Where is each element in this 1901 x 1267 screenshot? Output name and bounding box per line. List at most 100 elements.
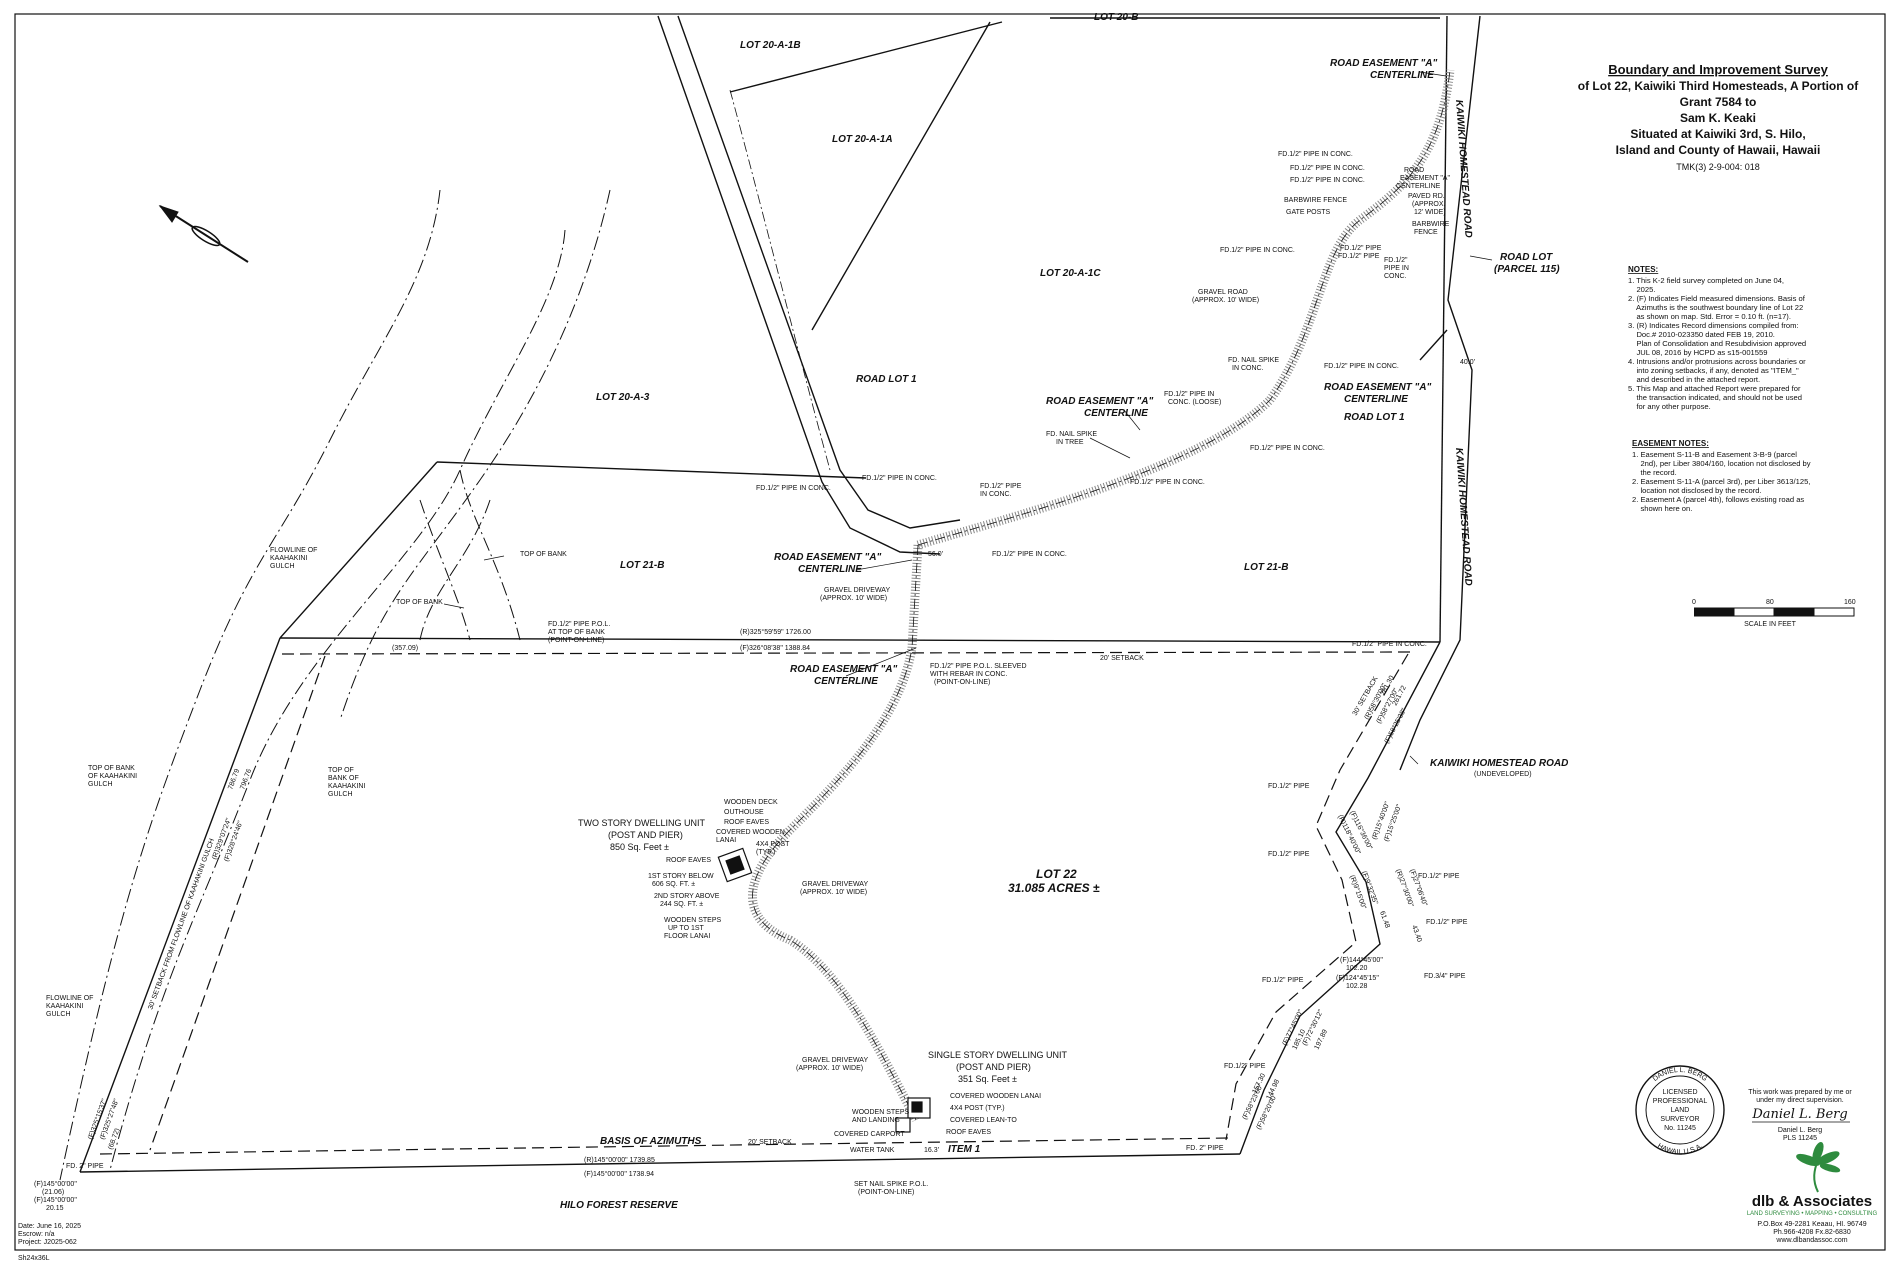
covered-wooden-lanai: COVERED WOODEN LANAI (950, 1093, 1041, 1100)
paved-2: (APPROX. (1412, 201, 1446, 208)
item-1: ITEM 1 (948, 1144, 981, 1155)
nail-spike-2: IN CONC. (1232, 365, 1264, 372)
company-web: www.dlbandassoc.com (1775, 1237, 1847, 1244)
company-name: dlb & Associates (1752, 1193, 1872, 1210)
gravel-drive-2: (APPROX. 10' WIDE) (820, 595, 887, 602)
palm-tree-icon (1796, 1142, 1841, 1193)
title-line-4: Situated at Kaiwiki 3rd, S. Hilo, (1630, 127, 1805, 141)
top-of-bank-3b: OF KAAHAKINI (88, 773, 137, 780)
pol-3: (POINT-ON-LINE) (548, 637, 604, 644)
pipe-loose-2: CONC. (LOOSE) (1168, 399, 1221, 406)
road-lot-parcel: (PARCEL 115) (1494, 264, 1560, 275)
kaiwiki-road-undeveloped-note: (UNDEVELOPED) (1474, 771, 1532, 778)
kaiwiki-road-south: KAIWIKI HOMESTEAD ROAD (1453, 447, 1474, 586)
sleeve-2: WITH REBAR IN CONC. (930, 671, 1007, 678)
setback-south: 20' SETBACK (748, 1139, 792, 1146)
top-of-bank-2: TOP OF BANK (396, 599, 443, 606)
footer-sheet: Sh24x36L (18, 1255, 50, 1262)
water-tank: WATER TANK (850, 1147, 895, 1154)
bearing-south-record: (R)145°00'00" 1739.85 (584, 1156, 655, 1164)
fd-12-pipe-b: FD.1/2" PIPE (1268, 851, 1310, 858)
signature-name: Daniel L. Berg (1778, 1127, 1822, 1134)
title-heading: Boundary and Improvement Survey (1608, 62, 1828, 77)
pipe-label-3: FD.1/2" PIPE IN CONC. (1278, 151, 1353, 158)
gravel-road-1: GRAVEL ROAD (1198, 289, 1248, 296)
gulch-lines (59, 189, 611, 1181)
note-item-3-line-4: JUL 08, 2016 by HCPD as s15-001559 (1628, 348, 1767, 357)
two-story-1: TWO STORY DWELLING UNIT (578, 818, 706, 828)
sleeve-3: (POINT-ON-LINE) (934, 679, 990, 686)
note-item-5-line-3: for any other purpose. (1628, 402, 1711, 411)
easement-notes-block: EASEMENT NOTES:1. Easement S-11-B and Ea… (1632, 439, 1811, 513)
signature-statement-2: under my direct supervision. (1756, 1097, 1844, 1104)
easement-note-item-1-line-1: 1. Easement S-11-B and Easement 3-B-9 (p… (1632, 450, 1797, 459)
road-easement-west-1: ROAD EASEMENT "A" (774, 552, 882, 563)
first-story-1: 1ST STORY BELOW (648, 873, 714, 880)
road-lot: ROAD LOT (1500, 252, 1553, 263)
pipe-label-5: FD.1/2" PIPE IN CONC. (1324, 363, 1399, 370)
setback-west: 30' SETBACK FROM FLOWLINE OF KAAHAKINI G… (147, 838, 216, 1011)
bearing-e-36: 197.89 (1314, 1028, 1330, 1050)
lot-21-b-west: LOT 21-B (620, 560, 664, 571)
top-of-bank-3c: GULCH (88, 781, 113, 788)
two-story-2: (POST AND PIER) (608, 830, 683, 840)
road-lot-1-west: ROAD LOT 1 (856, 374, 917, 385)
road-easement-east-1: ROAD EASEMENT "A" (1324, 382, 1432, 393)
fd-2-pipe-west: FD. 2" PIPE (66, 1163, 104, 1170)
seal-center-4: SURVEYOR (1660, 1116, 1699, 1123)
hilo-forest-reserve: HILO FOREST RESERVE (560, 1200, 678, 1211)
title-line-2: Grant 7584 to (1680, 95, 1757, 109)
covered-lean-to: COVERED LEAN-TO (950, 1117, 1017, 1124)
easement-note-item-3-line-1: 2. Easement A (parcel 4th), follows exis… (1632, 495, 1804, 504)
footer-project: Project: J2025-062 (18, 1239, 77, 1246)
seal-center-3: LAND (1671, 1107, 1690, 1114)
title-line-3: Sam K. Keaki (1680, 111, 1756, 125)
single-story-1: SINGLE STORY DWELLING UNIT (928, 1050, 1068, 1060)
road-easement-east-2: CENTERLINE (1344, 394, 1408, 405)
road-easement-mid-1: ROAD EASEMENT "A" (1046, 396, 1154, 407)
covered-lanai-1: COVERED WOODEN (716, 829, 785, 836)
pol-1: FD.1/2" PIPE P.O.L. (548, 621, 610, 628)
road-easement-west-2: CENTERLINE (798, 564, 862, 575)
fd-34-pipe: FD.3/4" PIPE (1424, 973, 1466, 980)
first-story-2: 606 SQ. FT. ± (652, 881, 695, 888)
two-story-dwelling (717, 847, 753, 883)
scale-tick-80: 80 (1766, 599, 1774, 606)
lot-22: LOT 22 (1036, 867, 1077, 881)
seal-center-1: LICENSED (1662, 1089, 1697, 1096)
top-of-bank-4a: TOP OF (328, 767, 354, 774)
road-easement-mid-2: CENTERLINE (1084, 408, 1148, 419)
road-lot-1-east: ROAD LOT 1 (1344, 412, 1405, 423)
easement-note-item-3-line-2: shown here on. (1632, 504, 1692, 513)
setback-north: 20' SETBACK (1100, 655, 1144, 662)
pipe-label-12a: FD.1/2" PIPE (980, 483, 1022, 490)
gravel-road (729, 69, 1455, 1123)
sheet-border (14, 13, 1886, 1251)
lot-20-a-1c: LOT 20-A-1C (1040, 268, 1101, 279)
note-item-4-line-1: 4. Intrusions and/or protrusions across … (1628, 357, 1806, 366)
bearing-w-21: (F)145°00'00" (34, 1196, 77, 1204)
dist-357: (357.09) (392, 645, 418, 652)
easement-note-item-1-line-3: the record. (1632, 468, 1677, 477)
dist-56: 56.0' (928, 551, 943, 558)
single-story-dwelling (895, 1097, 931, 1133)
top-of-bank-4c: KAAHAKINI (328, 783, 365, 790)
wooden-steps-landing-2: AND LANDING (852, 1117, 900, 1124)
fd-12-pipe-a: FD.1/2" PIPE (1268, 783, 1310, 790)
footer-escrow: Escrow: n/a (18, 1231, 55, 1238)
flowline-2a: FLOWLINE OF (46, 995, 93, 1002)
covered-carport: COVERED CARPORT (834, 1131, 905, 1138)
seal-name: DANIEL L. BERG (1652, 1067, 1708, 1083)
gravel-road-2: (APPROX. 10' WIDE) (1192, 297, 1259, 304)
pipe-conc-ne-1: FD.1/2" (1384, 257, 1408, 264)
fd-12-pipe-h: FD.1/2" PIPE (1338, 253, 1380, 260)
kaiwiki-road-undeveloped: KAIWIKI HOMESTEAD ROAD (1430, 758, 1568, 769)
pipe-label-10: FD.1/2" PIPE IN CONC. (862, 475, 937, 482)
flowline-1c: GULCH (270, 563, 295, 570)
signature-pls: PLS 11245 (1783, 1135, 1817, 1142)
scale-tick-0: 0 (1692, 599, 1696, 606)
gravel-drive-4: (APPROX. 10' WIDE) (800, 889, 867, 896)
post-4x4-1: 4X4 POST (756, 841, 790, 848)
title-line-1: of Lot 22, Kaiwiki Third Homesteads, A P… (1578, 79, 1859, 93)
